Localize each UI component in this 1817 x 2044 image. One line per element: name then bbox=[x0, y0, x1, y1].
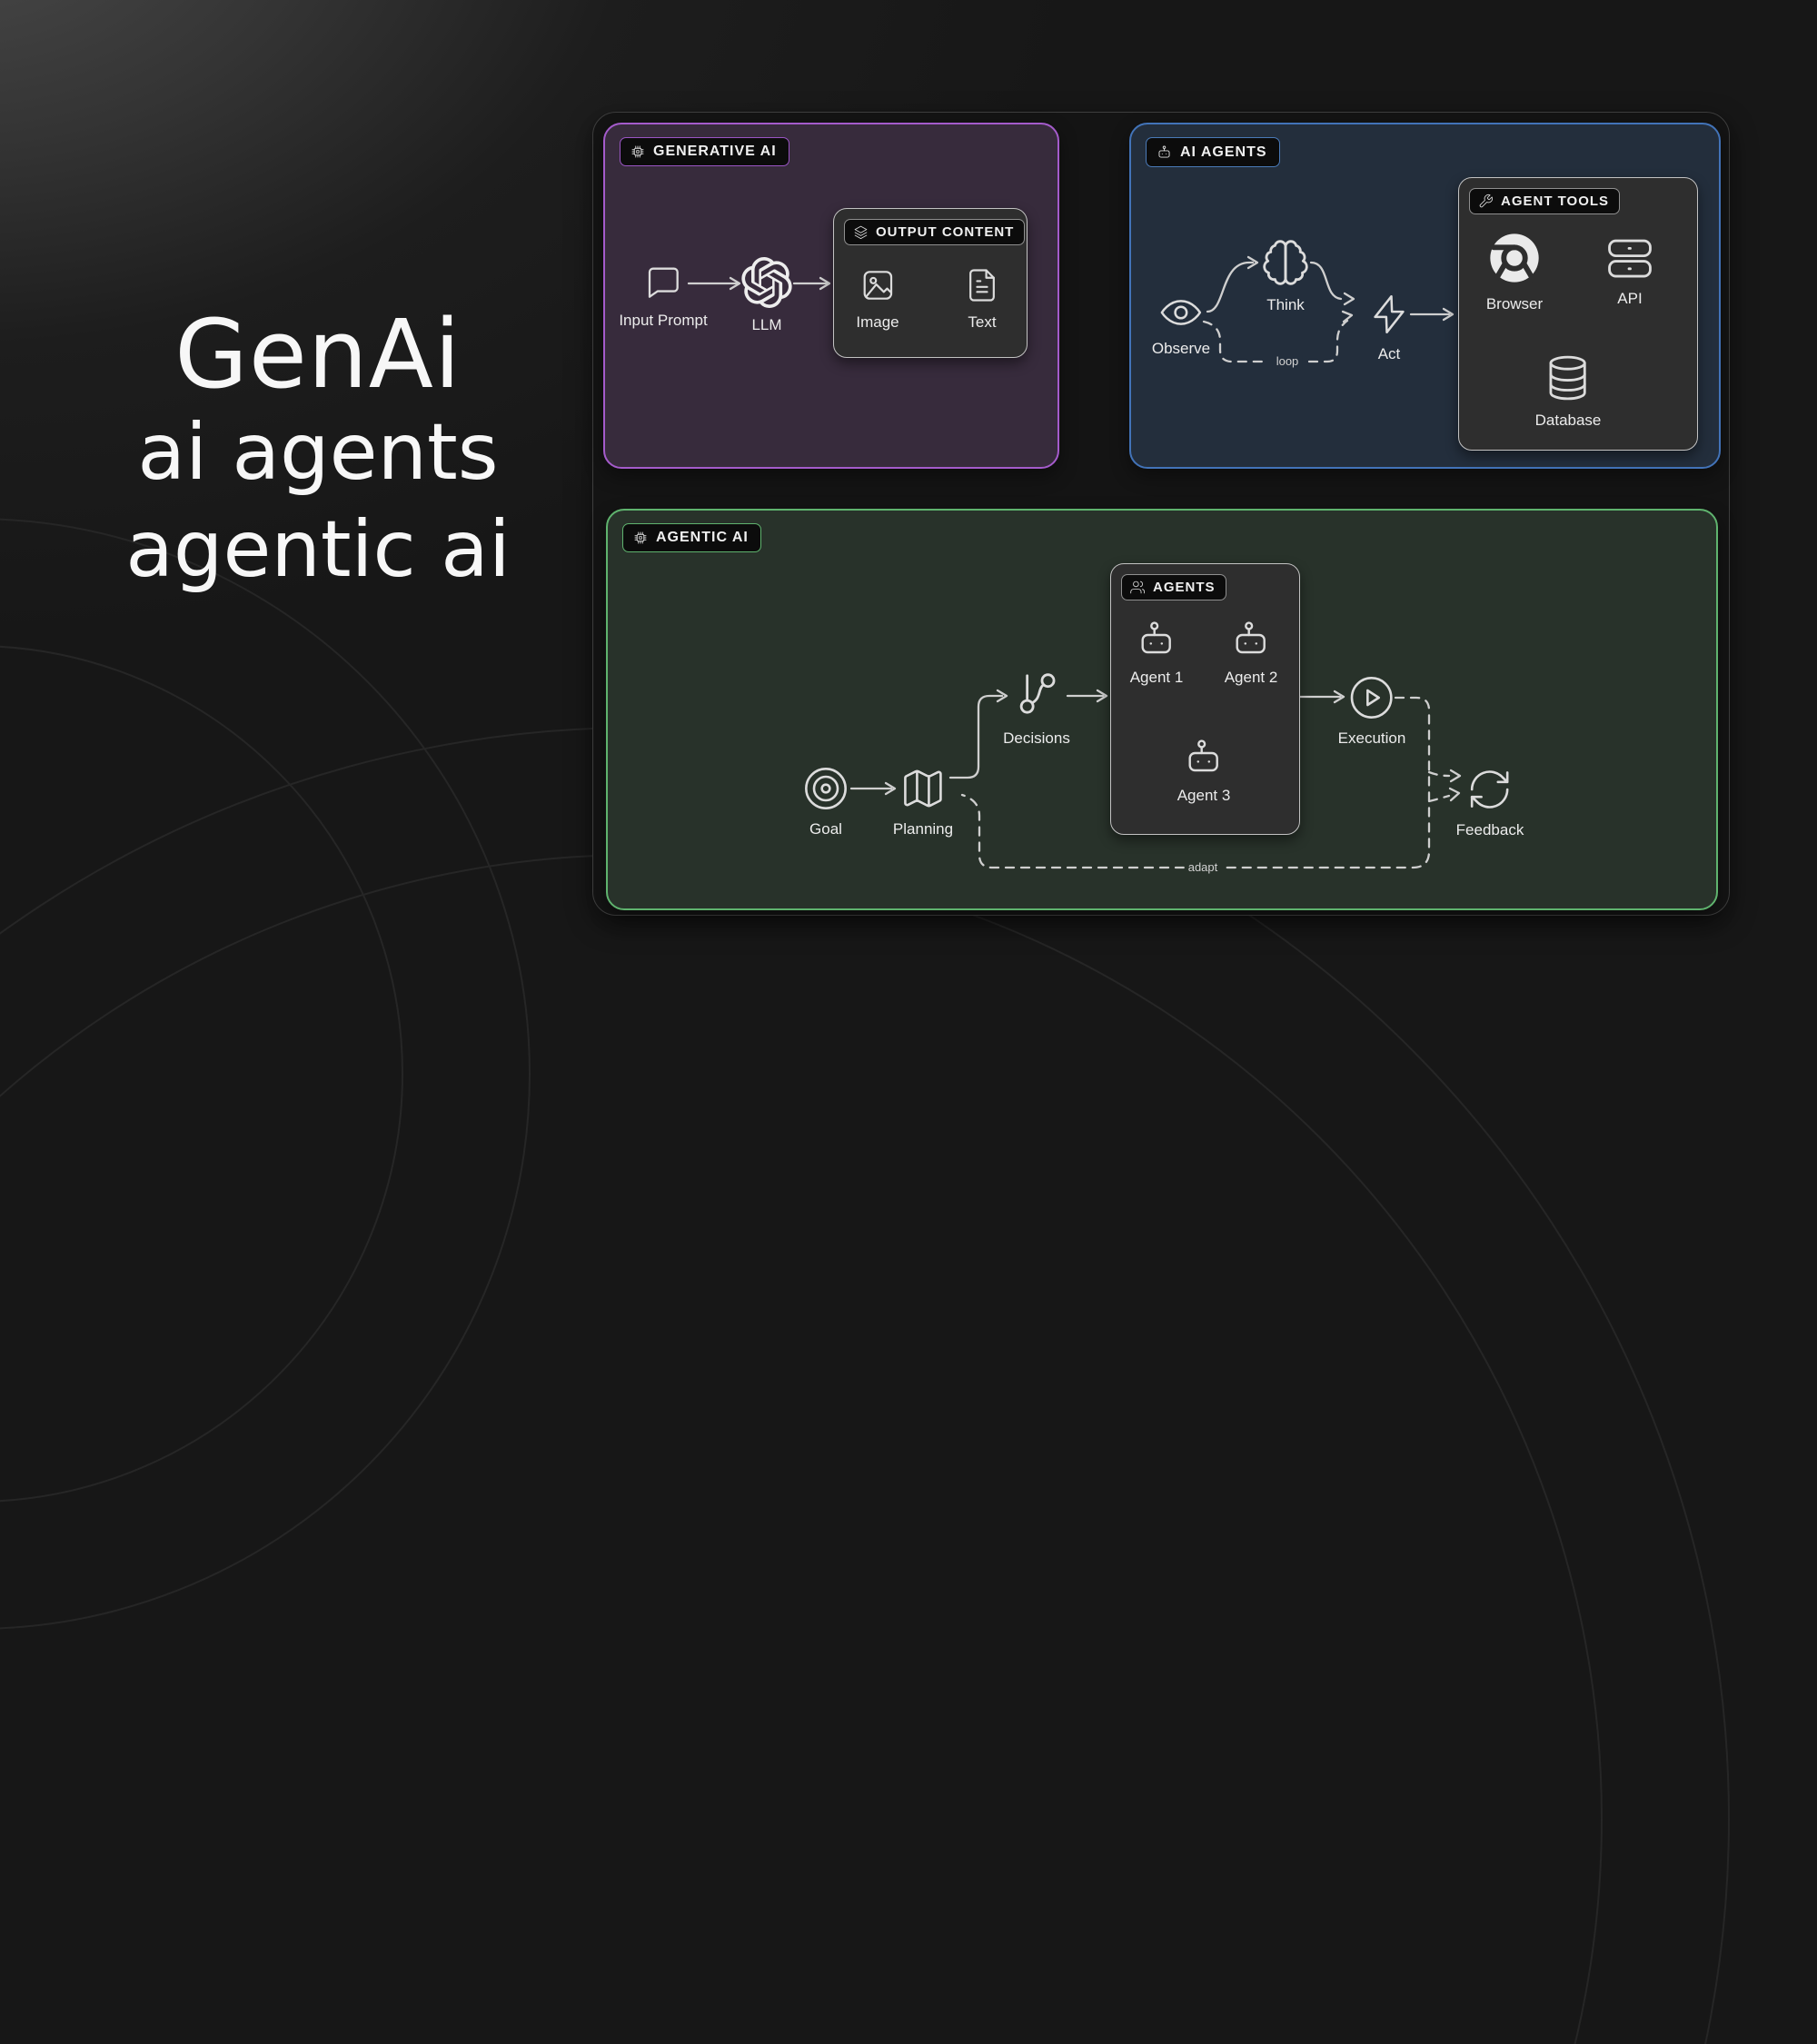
llm-node: LLM bbox=[741, 257, 792, 334]
input-prompt-node: Input Prompt bbox=[619, 262, 708, 330]
headline-line-agentic-ai: agentic ai bbox=[125, 503, 511, 595]
input-prompt-label: Input Prompt bbox=[619, 312, 708, 329]
chrome-browser-icon bbox=[1490, 233, 1539, 283]
text-output-label: Text bbox=[968, 313, 997, 331]
agentic-ai-connectors bbox=[849, 689, 1462, 869]
browser-tool-label: Browser bbox=[1485, 295, 1544, 313]
agents-box: AGENTS Agent 1 Agent 2 bbox=[1110, 563, 1300, 835]
act-node: Act bbox=[1366, 292, 1412, 363]
generative-ai-header-label: GENERATIVE AI bbox=[653, 144, 777, 159]
agent-tools-header: AGENT TOOLS bbox=[1469, 188, 1621, 214]
output-content-box: OUTPUT CONTENT Image Text bbox=[833, 208, 1028, 358]
agent2-label: Agent 2 bbox=[1224, 669, 1278, 686]
planning-node: Planning bbox=[893, 765, 953, 838]
output-content-header: OUTPUT CONTENT bbox=[844, 219, 1026, 245]
planning-label: Planning bbox=[892, 820, 954, 838]
robot-icon bbox=[1158, 145, 1170, 158]
adapt-label: adapt bbox=[1184, 861, 1222, 874]
loop-label: loop bbox=[1272, 355, 1303, 368]
agent-tools-header-label: AGENT TOOLS bbox=[1501, 193, 1610, 209]
decisions-label: Decisions bbox=[1003, 729, 1070, 747]
image-output-node: Image bbox=[856, 265, 899, 332]
think-node: Think bbox=[1260, 237, 1311, 314]
ai-agents-connectors bbox=[1202, 255, 1455, 363]
api-tool-label: API bbox=[1617, 290, 1643, 307]
generative-ai-header: GENERATIVE AI bbox=[620, 137, 789, 166]
agentic-ai-header-label: AGENTIC AI bbox=[656, 530, 749, 545]
brain-icon bbox=[1263, 240, 1308, 285]
route-icon bbox=[1019, 673, 1056, 714]
layers-icon bbox=[854, 225, 868, 240]
llm-label: LLM bbox=[751, 316, 782, 333]
agent2-node: Agent 2 bbox=[1224, 617, 1278, 687]
agent3-label: Agent 3 bbox=[1177, 787, 1231, 804]
database-cylinder-icon bbox=[1549, 355, 1587, 401]
play-circle-icon bbox=[1351, 677, 1393, 719]
feedback-node: Feedback bbox=[1456, 766, 1524, 839]
robot-icon bbox=[1141, 621, 1172, 654]
decisions-node: Decisions bbox=[1003, 670, 1070, 748]
map-icon bbox=[904, 769, 942, 808]
document-icon bbox=[969, 269, 995, 302]
eye-icon bbox=[1160, 300, 1202, 325]
api-tool-node: API bbox=[1604, 234, 1656, 308]
agents-box-header: AGENTS bbox=[1121, 574, 1226, 600]
observe-label: Observe bbox=[1151, 340, 1211, 357]
ai-agents-panel: AI AGENTS Observe Think Act loop bbox=[1129, 123, 1721, 469]
database-tool-node: Database bbox=[1534, 352, 1602, 430]
headline: GenAi ai agents agentic ai bbox=[80, 299, 556, 598]
execution-node: Execution bbox=[1337, 674, 1406, 748]
speech-bubble-icon bbox=[648, 267, 679, 298]
agentic-ai-header: AGENTIC AI bbox=[622, 523, 761, 552]
refresh-loop-icon bbox=[1471, 770, 1509, 809]
agent-tools-box: AGENT TOOLS Browser API bbox=[1458, 177, 1698, 451]
agents-box-header-label: AGENTS bbox=[1153, 580, 1216, 595]
think-label: Think bbox=[1266, 296, 1305, 313]
act-label: Act bbox=[1377, 345, 1401, 362]
image-output-label: Image bbox=[856, 313, 899, 331]
feedback-label: Feedback bbox=[1455, 821, 1524, 838]
observe-node: Observe bbox=[1152, 293, 1210, 358]
output-content-header-label: OUTPUT CONTENT bbox=[876, 224, 1015, 240]
image-icon bbox=[863, 271, 892, 300]
wrench-icon bbox=[1479, 193, 1494, 208]
agent3-node: Agent 3 bbox=[1177, 735, 1231, 805]
target-icon bbox=[805, 768, 847, 809]
execution-label: Execution bbox=[1337, 729, 1406, 747]
goal-label: Goal bbox=[809, 820, 842, 838]
ai-agents-header: AI AGENTS bbox=[1146, 137, 1280, 167]
robot-icon bbox=[1188, 739, 1219, 772]
text-output-node: Text bbox=[962, 265, 1002, 332]
headline-line-ai-agents: ai agents bbox=[137, 407, 499, 499]
server-pills-icon bbox=[1608, 239, 1652, 278]
browser-tool-node: Browser bbox=[1485, 229, 1544, 313]
goal-node: Goal bbox=[802, 765, 849, 838]
generative-ai-connectors bbox=[687, 276, 831, 291]
chip-icon bbox=[631, 145, 644, 158]
chip-icon bbox=[634, 531, 647, 544]
agent1-label: Agent 1 bbox=[1129, 669, 1184, 686]
generative-ai-panel: GENERATIVE AI Input Prompt LLM OUTPUT CO… bbox=[603, 123, 1059, 469]
ai-agents-header-label: AI AGENTS bbox=[1180, 144, 1267, 160]
database-tool-label: Database bbox=[1534, 412, 1602, 429]
robot-icon bbox=[1236, 621, 1266, 654]
agent1-node: Agent 1 bbox=[1129, 617, 1184, 687]
agentic-ai-panel: AGENTIC AI Goal Planning Decisions bbox=[606, 509, 1718, 910]
headline-line-genai: GenAi bbox=[174, 299, 462, 410]
openai-logo-icon bbox=[741, 257, 792, 308]
users-icon bbox=[1130, 580, 1146, 594]
lightning-icon bbox=[1374, 294, 1405, 334]
